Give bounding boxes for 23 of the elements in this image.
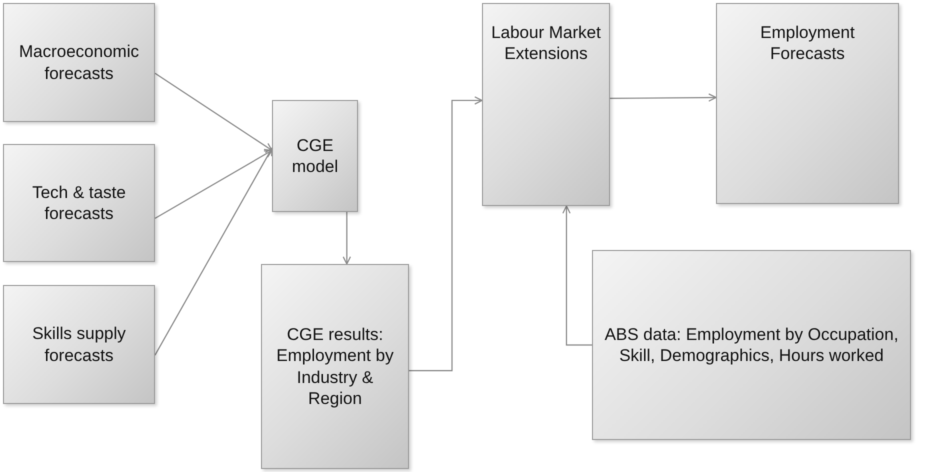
process-box xyxy=(3,144,155,262)
process-box xyxy=(716,3,899,204)
process-box xyxy=(482,3,610,206)
arrow xyxy=(154,148,273,356)
box-label: Macroeconomic forecasts xyxy=(18,41,140,84)
arrow xyxy=(342,212,352,265)
arrow xyxy=(154,72,273,151)
arrow xyxy=(562,205,592,346)
box-label: Skills supply forecasts xyxy=(31,323,127,366)
box-label: Employment Forecasts xyxy=(759,22,856,64)
process-box xyxy=(3,285,155,404)
arrow xyxy=(610,93,717,102)
box-label: Labour Market Extensions xyxy=(491,22,601,64)
box-label: CGE results: Employment by Industry & Region xyxy=(275,324,395,409)
process-box xyxy=(3,3,155,122)
arrow xyxy=(409,96,483,372)
box-label: Tech & taste forecasts xyxy=(31,182,127,224)
process-box xyxy=(261,264,409,469)
process-box xyxy=(592,250,911,440)
process-box xyxy=(272,100,358,212)
arrow xyxy=(154,150,273,219)
box-label: CGE model xyxy=(290,134,340,178)
box-label: ABS data: Employment by Occupation, Skill, Demographics, Hours worked xyxy=(604,324,900,366)
